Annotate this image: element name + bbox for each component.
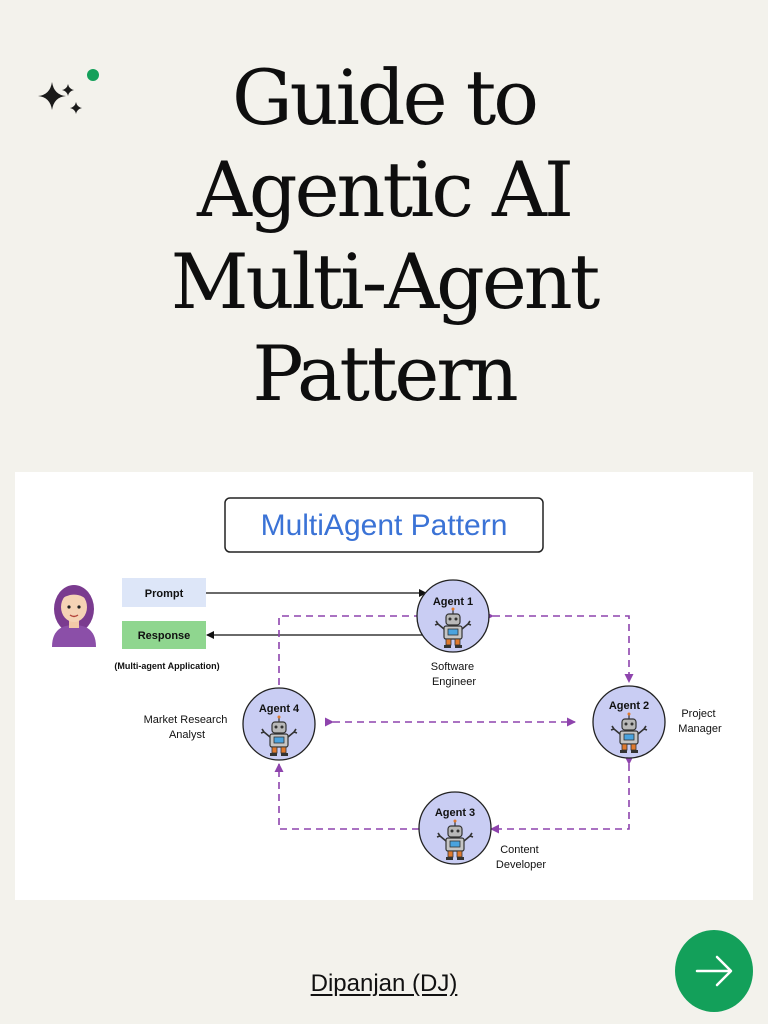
prompt-label: Prompt [145, 588, 184, 600]
agent-1-role: Software Engineer [431, 661, 477, 688]
user-avatar-icon [52, 585, 96, 647]
connection-agent1-agent2 [485, 611, 634, 683]
diagram-heading: MultiAgent Pattern [261, 509, 508, 542]
agent-1-node: Agent 1 [416, 579, 490, 653]
sparkles-icon [38, 69, 99, 114]
agent-4-role: Market Research Analyst [144, 714, 231, 741]
agent-4-node: Agent 4 [242, 687, 316, 761]
connection-agent2-agent3 [490, 756, 634, 834]
response-box [122, 621, 206, 649]
agent-3-label: Agent 3 [435, 807, 475, 819]
title-line: Agentic AI [197, 145, 574, 234]
title-line: Guide to [231, 53, 539, 142]
agent-3-node: Agent 3 [418, 791, 492, 865]
agent-2-role: Project Manager [678, 708, 722, 735]
prompt-box [122, 578, 206, 607]
agent-1-label: Agent 1 [433, 596, 473, 608]
connection-agent4-agent1 [278, 611, 426, 685]
app-caption: (Multi-agent Application) [114, 661, 219, 671]
next-button[interactable] [675, 930, 753, 1012]
response-label: Response [138, 630, 191, 642]
agent-2-node: Agent 2 [592, 685, 666, 759]
diagram-heading-box [224, 497, 544, 553]
title-line: Multi-Agent [170, 237, 601, 326]
author-link[interactable]: Dipanjan (DJ) [310, 970, 458, 997]
agent-4-label: Agent 4 [259, 703, 300, 715]
connection-agent3-agent4 [274, 763, 427, 834]
agent-2-label: Agent 2 [609, 700, 649, 712]
multi-agent-diagram: MultiAgent Pattern Prompt Response (Mult… [15, 472, 753, 900]
page-title: Guide to Agentic AI Multi-Agent Pattern [0, 52, 768, 420]
title-line: Pattern [252, 329, 518, 418]
arrow-right-icon [695, 955, 733, 987]
agent-connections [274, 611, 634, 834]
agent-3-role: Content Developer [496, 844, 546, 871]
